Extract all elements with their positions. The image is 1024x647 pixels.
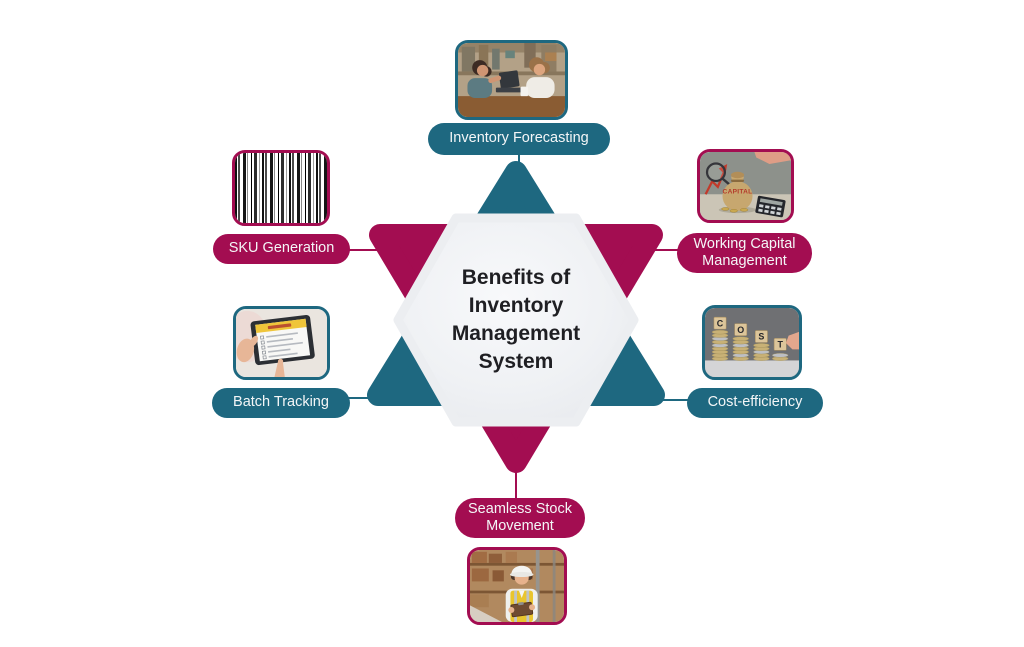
clipboard xyxy=(510,601,534,618)
batch-tracking-image xyxy=(233,306,330,380)
hands xyxy=(236,335,285,377)
center-hexagon xyxy=(393,213,639,427)
sku-generation-image xyxy=(232,150,330,226)
mug xyxy=(520,86,529,97)
person-right xyxy=(520,57,555,99)
diagram-title-line: Management xyxy=(451,322,581,345)
hard-hat xyxy=(511,565,533,574)
pill-label: Seamless Stock Movement xyxy=(468,500,572,534)
label-pill-sku-generation: SKU Generation xyxy=(213,234,350,264)
label-pill-batch-tracking: Batch Tracking xyxy=(212,388,350,418)
hand xyxy=(754,152,791,164)
pill-label: Working Capital Management xyxy=(693,235,796,269)
diagram-title-line: System xyxy=(478,350,554,373)
barcode-graphic xyxy=(235,153,327,223)
label-pill-working-capital-management: Working Capital Management xyxy=(677,233,812,273)
cost-blocks-illustration: C O S T xyxy=(705,308,799,377)
hand xyxy=(785,331,799,350)
table-surface xyxy=(705,360,799,377)
letter-block-t: T xyxy=(777,340,783,350)
coin-stacks xyxy=(711,329,789,361)
letter-block-o: O xyxy=(737,325,744,335)
inventory-forecasting-image xyxy=(455,40,568,120)
tablet-tracking-illustration xyxy=(236,309,327,377)
calculator xyxy=(755,195,786,218)
seamless-stock-movement-image xyxy=(467,547,567,625)
capital-bag-illustration: CAPITAL xyxy=(700,152,791,220)
header-text-marks xyxy=(267,323,292,330)
warehouse-worker-illustration xyxy=(470,550,564,622)
diagram-title: Benefits of Inventory Management System xyxy=(386,264,646,376)
label-pill-cost-efficiency: Cost-efficiency xyxy=(687,388,823,418)
warehouse-meeting-illustration xyxy=(458,43,565,117)
money-bag: CAPITAL xyxy=(722,171,753,211)
diagram-title-line: Inventory xyxy=(468,294,564,317)
letter-blocks: C O S T xyxy=(713,316,787,351)
pill-label: Batch Tracking xyxy=(233,394,329,411)
working-capital-image: CAPITAL xyxy=(697,149,794,223)
worker xyxy=(505,565,538,622)
cost-efficiency-image: C O S T xyxy=(702,305,802,380)
magnifier-icon xyxy=(705,162,730,186)
pill-label: SKU Generation xyxy=(228,240,335,257)
pill-label: Cost-efficiency xyxy=(707,394,803,411)
letter-block-s: S xyxy=(758,332,764,342)
label-pill-inventory-forecasting: Inventory Forecasting xyxy=(428,123,610,155)
checklist-rows xyxy=(260,332,303,360)
desk xyxy=(458,96,565,117)
coins xyxy=(721,207,749,213)
capital-text: CAPITAL xyxy=(723,188,753,195)
tablet xyxy=(250,314,315,366)
laptop xyxy=(495,70,522,93)
letter-block-c: C xyxy=(717,318,724,328)
pill-label: Inventory Forecasting xyxy=(449,130,589,147)
diagram-title-line: Benefits of xyxy=(461,266,571,289)
label-pill-seamless-stock-movement: Seamless Stock Movement xyxy=(455,498,585,538)
person-left xyxy=(467,60,502,99)
